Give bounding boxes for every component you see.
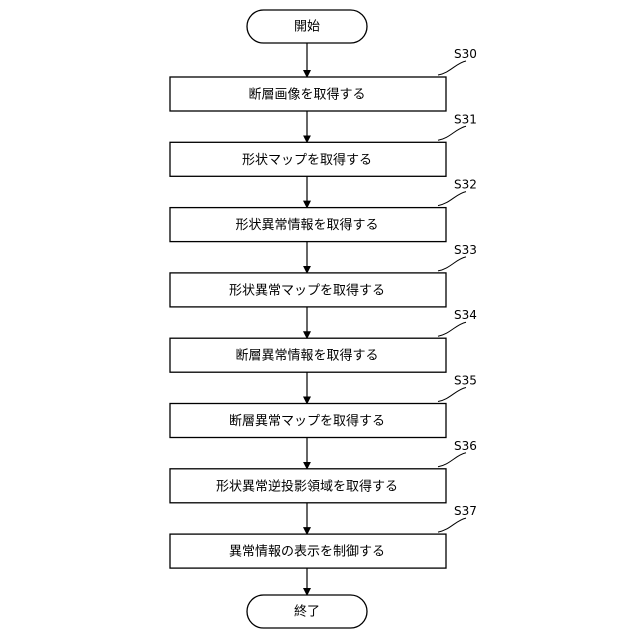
- process-step: 形状異常情報を取得する S32: [170, 178, 477, 272]
- process-box-text: 断層異常マップを取得する: [229, 413, 385, 429]
- process-step: 形状マップを取得する S31: [170, 112, 477, 206]
- end-terminal: 終了: [247, 595, 367, 628]
- step-label-leader: [438, 126, 466, 140]
- process-box-text: 断層画像を取得する: [248, 87, 365, 103]
- step-label-leader: [438, 61, 466, 75]
- end-terminal-text: 終了: [294, 604, 320, 620]
- process-box-text: 形状異常情報を取得する: [235, 217, 378, 233]
- step-label: S30: [454, 47, 477, 61]
- step-label-leader: [438, 453, 466, 467]
- process-step: 形状異常マップを取得する S33: [170, 243, 477, 337]
- process-steps: 断層画像を取得するS30形状マップを取得するS31形状異常情報を取得するS32形…: [170, 43, 477, 594]
- process-box-text: 形状マップを取得する: [242, 152, 372, 168]
- process-step: 断層画像を取得する S30: [170, 47, 477, 141]
- step-label-leader: [438, 518, 466, 532]
- process-step: 異常情報の表示を制御する S37: [170, 504, 477, 594]
- process-step: 断層異常マップを取得する S35: [170, 374, 477, 468]
- process-step: 断層異常情報を取得する S34: [170, 308, 477, 402]
- step-label-leader: [438, 388, 466, 402]
- step-label: S32: [454, 178, 477, 192]
- start-terminal-text: 開始: [294, 20, 320, 35]
- step-label-leader: [438, 257, 466, 271]
- step-label: S36: [454, 439, 477, 453]
- step-label: S33: [454, 243, 477, 257]
- step-label: S31: [454, 112, 477, 126]
- step-label: S37: [454, 504, 477, 518]
- step-label-leader: [438, 322, 466, 336]
- process-step: 形状異常逆投影領域を取得する S36: [170, 439, 477, 533]
- process-box-text: 形状異常マップを取得する: [229, 282, 385, 298]
- step-label-leader: [438, 192, 466, 206]
- step-label: S34: [454, 308, 477, 322]
- process-box-text: 異常情報の表示を制御する: [229, 545, 385, 560]
- step-label: S35: [454, 374, 477, 388]
- process-box-text: 断層異常情報を取得する: [235, 348, 378, 364]
- process-box-text: 形状異常逆投影領域を取得する: [216, 478, 398, 494]
- start-terminal: 開始: [247, 10, 367, 43]
